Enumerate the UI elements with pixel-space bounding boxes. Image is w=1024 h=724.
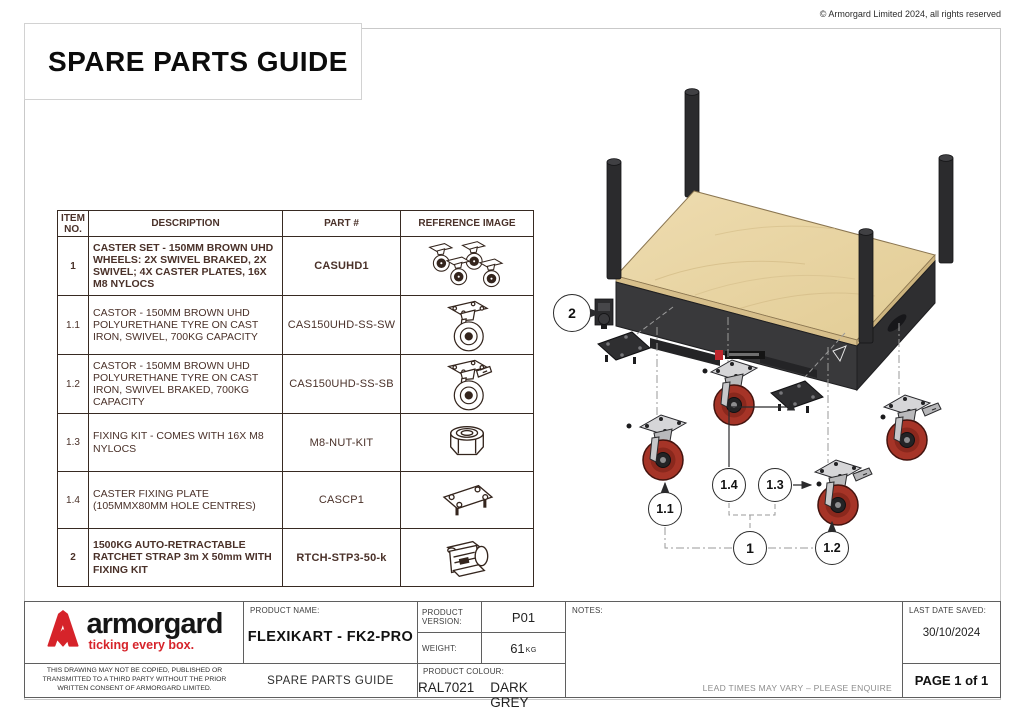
nut-icon: [400, 413, 534, 472]
page-title: SPARE PARTS GUIDE: [48, 45, 348, 77]
armorgard-logo: armorgard ticking every box.: [45, 608, 224, 655]
part-number-cell: CASCP1: [282, 471, 401, 529]
product-version-value: P01: [511, 609, 536, 625]
m8-bolts: [626, 368, 886, 487]
column-header: REFERENCE IMAGE: [400, 210, 534, 237]
part-number-cell: CAS150UHD-SS-SB: [282, 354, 401, 414]
plate-icon: [400, 471, 534, 529]
colour-code: RAL7021: [418, 680, 475, 695]
caster-middle-braked: [813, 459, 873, 526]
callout-2: 2: [553, 294, 591, 332]
fixing-plate-left: [597, 331, 651, 364]
column-header: PART #: [282, 210, 401, 237]
callout-1.3: 1.3: [758, 468, 792, 502]
item-no-cell: 1.1: [57, 295, 89, 355]
caster-braked-icon: [400, 354, 534, 414]
description-cell: CASTOR - 150MM BROWN UHD POLYURETHANE TY…: [88, 295, 283, 355]
product-version-cell: PRODUCT VERSION: P01: [418, 602, 566, 633]
callout-pointers: [590, 308, 837, 532]
sheet-border: [24, 28, 1001, 700]
logo-tagline: ticking every box.: [88, 638, 195, 652]
caster-set-icon: [400, 236, 534, 296]
product-colour-cell: PRODUCT COLOUR: RAL7021 DARK GREY: [418, 664, 566, 710]
part-number-cell: M8-NUT-KIT: [282, 413, 401, 472]
ratchet-icon: [400, 528, 534, 587]
caster-right-braked: [882, 394, 942, 461]
product-colour-label: PRODUCT COLOUR:: [423, 667, 505, 676]
last-saved-label: LAST DATE SAVED:: [909, 606, 987, 615]
last-saved-cell: LAST DATE SAVED: 30/10/2024: [903, 602, 1000, 664]
column-header: DESCRIPTION: [88, 210, 283, 237]
item-no-cell: 1.3: [57, 413, 89, 472]
disclaimer-text: THIS DRAWING MAY NOT BE COPIED, PUBLISHE…: [42, 667, 227, 692]
weight-label: WEIGHT:: [418, 633, 482, 663]
part-number-cell: RTCH-STP3-50-k: [282, 528, 401, 587]
brand-label: [715, 350, 765, 360]
logo-wordmark: armorgard: [86, 608, 223, 640]
title-box: SPARE PARTS GUIDE: [24, 23, 362, 100]
cart-illustration: [590, 88, 954, 549]
callout-1.1: 1.1: [648, 492, 682, 526]
callout-1.4: 1.4: [712, 468, 746, 502]
item-no-cell: 1: [57, 236, 89, 296]
title-block: armorgard ticking every box. THIS DRAWIN…: [24, 601, 1001, 710]
caster-swivel-icon: [400, 295, 534, 355]
callout-1.2: 1.2: [815, 531, 849, 565]
description-cell: CASTOR - 150MM BROWN UHD POLYURETHANE TY…: [88, 354, 283, 414]
notes-cell: NOTES: LEAD TIMES MAY VARY – PLEASE ENQU…: [566, 602, 903, 697]
part-number-cell: CAS150UHD-SS-SW: [282, 295, 401, 355]
rear-posts: [684, 88, 954, 264]
description-cell: CASTER FIXING PLATE (105MMX80MM HOLE CEN…: [88, 471, 283, 529]
product-name-label: PRODUCT NAME:: [250, 606, 320, 615]
product-version-label: PRODUCT VERSION:: [418, 602, 482, 632]
copyright-disclaimer: THIS DRAWING MAY NOT BE COPIED, PUBLISHE…: [25, 664, 244, 697]
front-posts: [606, 158, 874, 344]
notes-label: NOTES:: [572, 606, 603, 615]
doc-type-value: SPARE PARTS GUIDE: [267, 674, 394, 687]
doc-type-cell: SPARE PARTS GUIDE: [244, 664, 418, 697]
lead-times-note: LEAD TIMES MAY VARY – PLEASE ENQUIRE: [702, 683, 892, 693]
colour-name: DARK GREY: [490, 680, 529, 710]
description-cell: CASTER SET - 150MM BROWN UHD WHEELS: 2X …: [88, 236, 283, 296]
part-number-cell: CASUHD1: [282, 236, 401, 296]
item-no-cell: 1.2: [57, 354, 89, 414]
cart-frame: [594, 259, 936, 392]
armorgard-logo-icon: [45, 610, 81, 655]
copyright-notice: © Armorgard Limited 2024, all rights res…: [819, 9, 1001, 19]
description-cell: FIXING KIT - COMES WITH 16X M8 NYLOCS: [88, 413, 283, 472]
item-no-cell: 1.4: [57, 471, 89, 529]
page-number-cell: PAGE 1 of 1: [903, 664, 1000, 697]
last-saved-value: 30/10/2024: [922, 627, 981, 639]
product-name-cell: PRODUCT NAME: FLEXIKART - FK2-PRO: [244, 602, 418, 664]
logo-cell: armorgard ticking every box.: [25, 602, 244, 664]
exploded-diagram: 2 1.1 1.4 1.3 1 1.2: [545, 55, 1005, 600]
weight-number: 61: [510, 640, 525, 656]
ratchet-unit: [594, 298, 614, 329]
description-cell: 1500KG AUTO-RETRACTABLE RATCHET STRAP 3m…: [88, 528, 283, 587]
caster-left-swivel: [638, 414, 688, 481]
page-number: PAGE 1 of 1: [914, 673, 989, 688]
weight-unit: KG: [525, 646, 537, 654]
product-name-value: FLEXIKART - FK2-PRO: [247, 629, 414, 645]
fixing-plate-middle: [770, 380, 824, 413]
caster-top-swivel: [709, 359, 759, 426]
item-no-cell: 2: [57, 528, 89, 587]
column-header: ITEM NO.: [57, 210, 89, 237]
callout-1: 1: [733, 531, 767, 565]
